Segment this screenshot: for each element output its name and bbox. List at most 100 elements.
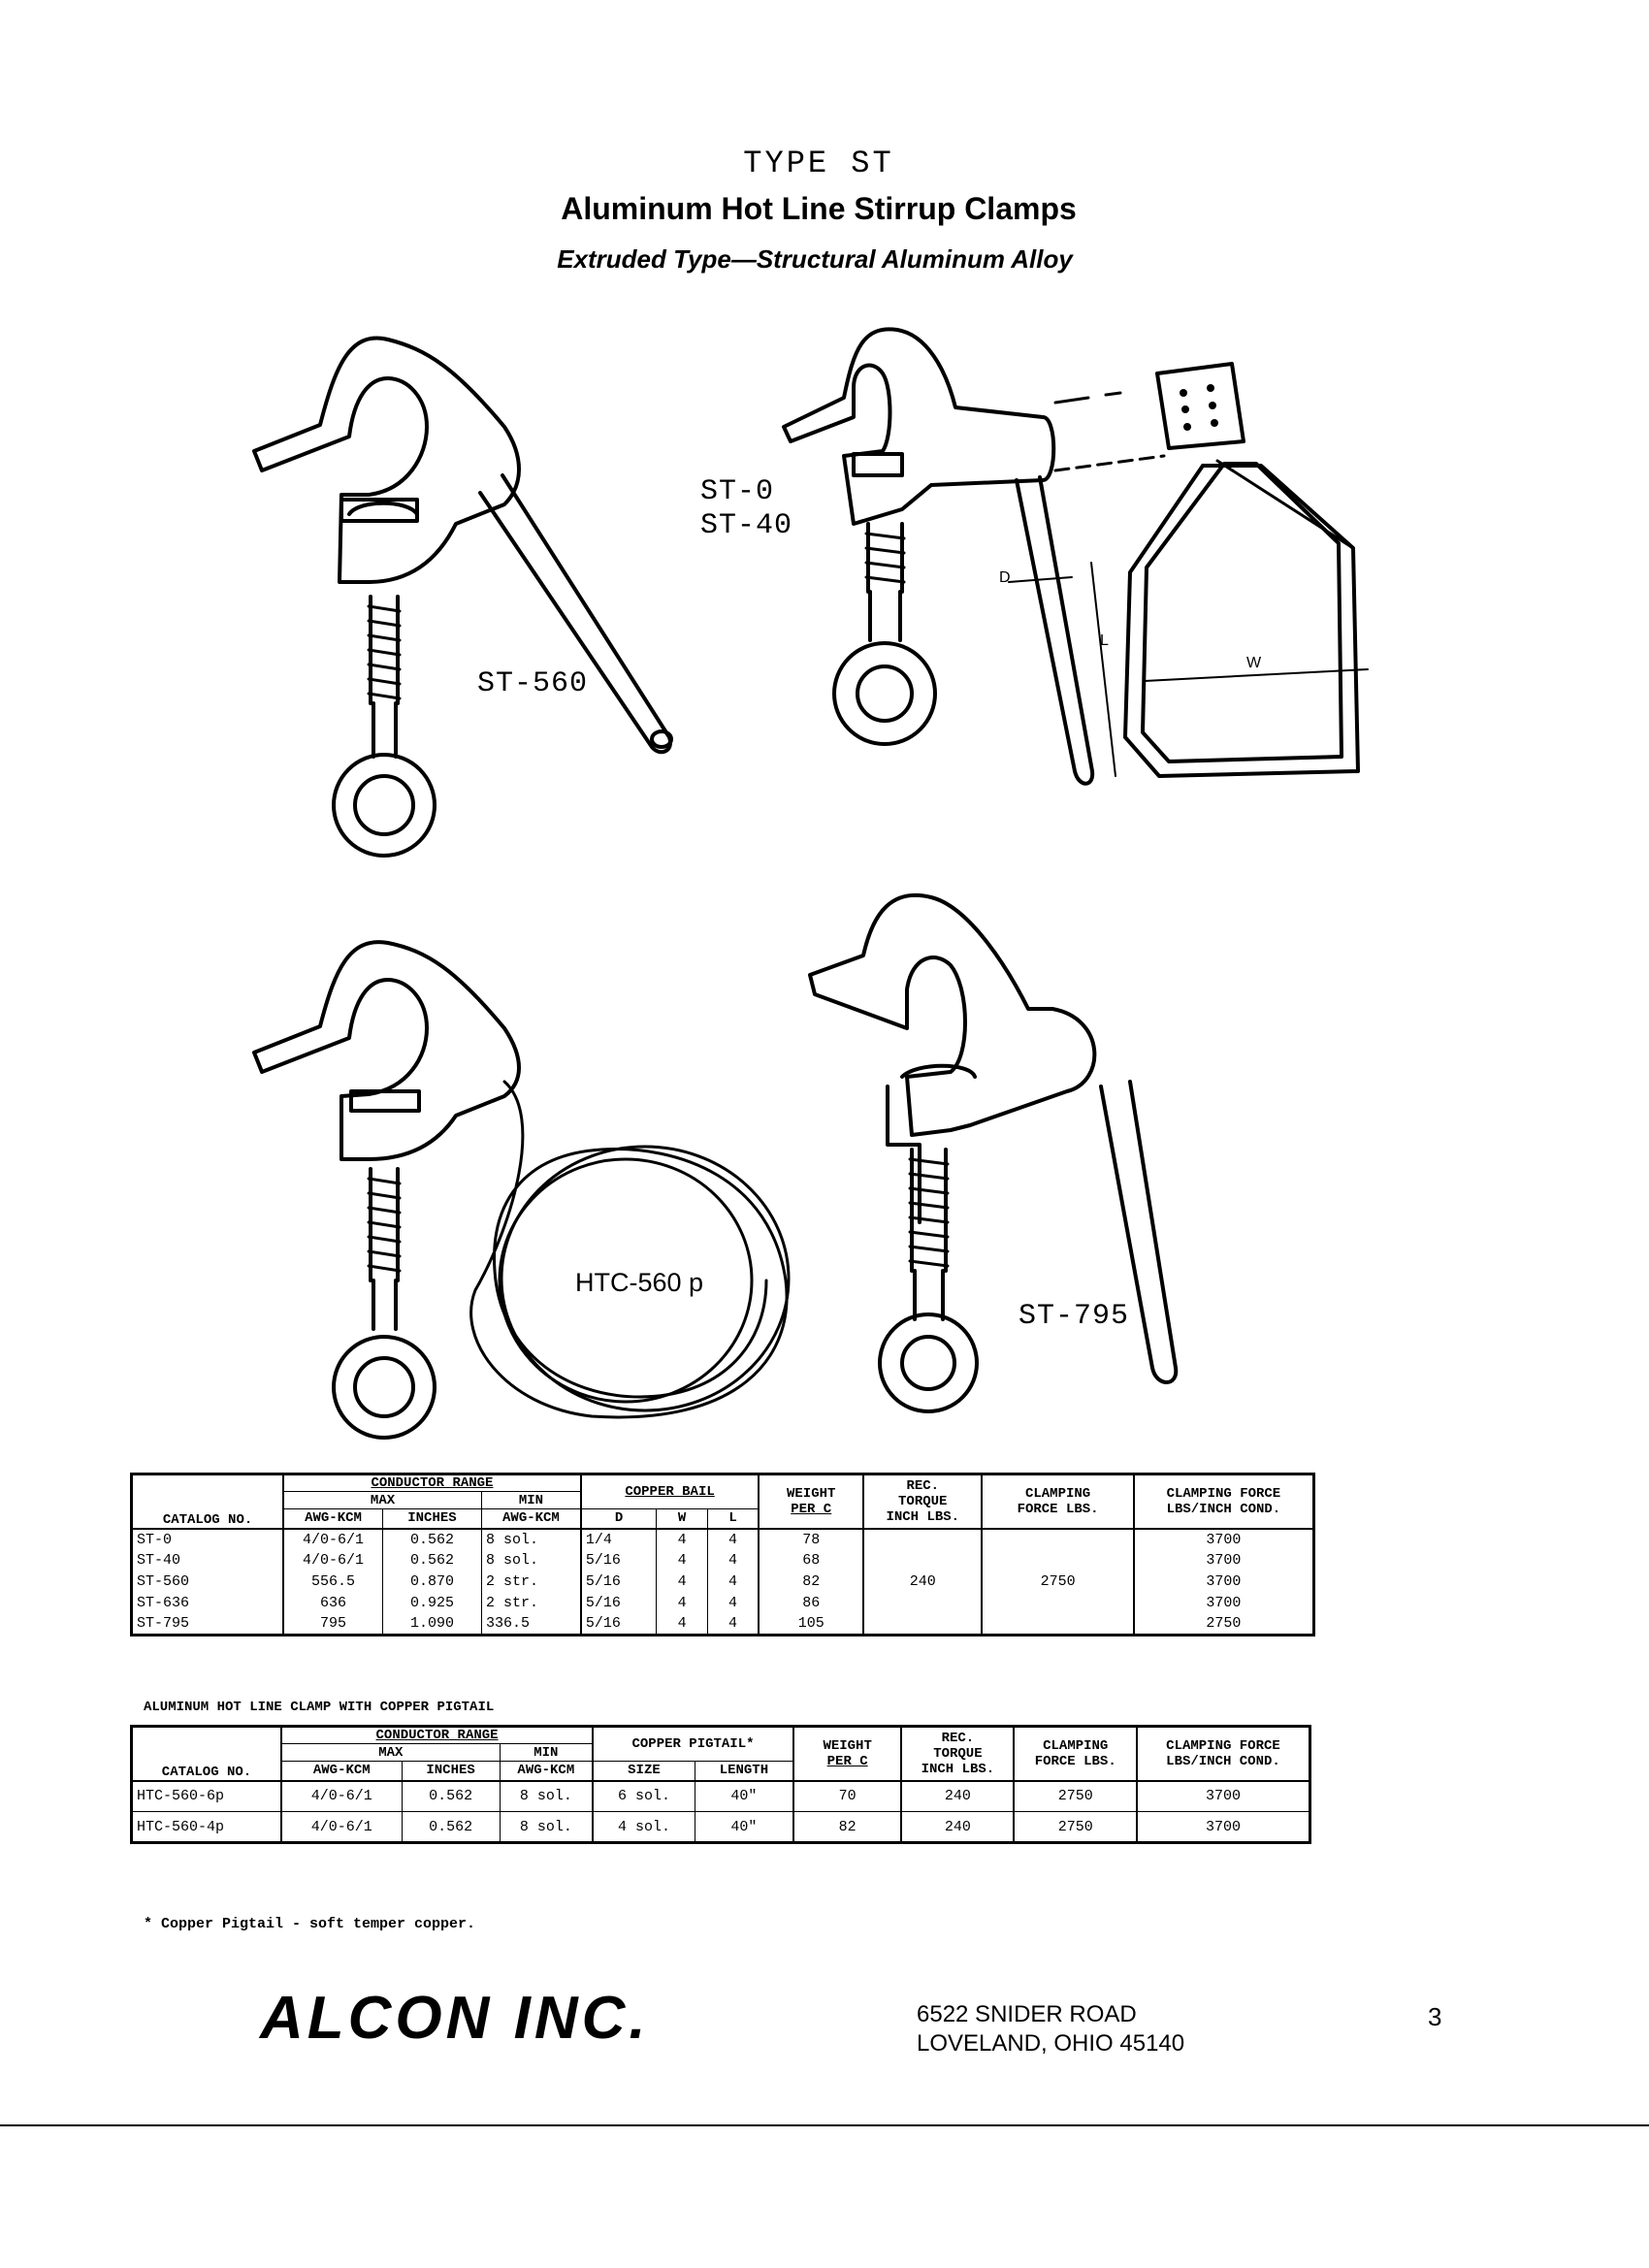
- col-cf-2: LBS/INCH COND.: [1166, 1753, 1280, 1769]
- cell-w: 4: [656, 1613, 708, 1636]
- col-weight-1: WEIGHT: [823, 1737, 872, 1754]
- cell-cf: 3700: [1205, 1818, 1241, 1835]
- cell-min: 8 sol.: [481, 1549, 582, 1571]
- cell-inches: 0.562: [402, 1811, 501, 1843]
- cell-awg: 4/0-6/1: [283, 1528, 383, 1550]
- cell-l: 4: [707, 1613, 760, 1636]
- clamp-drawings: D L W: [252, 327, 1369, 1440]
- bail-dim-l: L: [1100, 632, 1109, 649]
- label-st-795: ST-795: [1018, 1300, 1130, 1333]
- cell-cf: 3700: [1206, 1573, 1242, 1590]
- col-inches: INCHES: [382, 1508, 483, 1530]
- cell-weight: 82: [759, 1571, 865, 1593]
- company-logo: ALCON INC.: [260, 1985, 650, 2052]
- cell-cf: 3700: [1206, 1552, 1242, 1569]
- table-row: ST-0 4/0-6/1 0.562 8 sol. 1/4 4 4 78 240…: [131, 1528, 1314, 1636]
- col-clamp-2: FORCE LBS.: [1017, 1501, 1099, 1517]
- cell-d: 5/16: [580, 1571, 658, 1593]
- cell-inches: 0.925: [382, 1592, 483, 1614]
- address-line-2: LOVELAND, OHIO 45140: [917, 2030, 1185, 2057]
- table-row: ST-636 636 0.925 2 str. 5/16 4 4 86 3700: [131, 1592, 1314, 1614]
- table-row: ST-795 795 1.090 336.5 5/16 4 4 105 2750: [131, 1613, 1314, 1636]
- cell-awg: 4/0-6/1: [281, 1811, 403, 1843]
- table-row: HTC-560-6p 4/0-6/1 0.562 8 sol. 6 sol. 4…: [131, 1780, 1310, 1812]
- cell-awg: 636: [283, 1592, 383, 1614]
- footnote: * Copper Pigtail - soft temper copper.: [144, 1916, 476, 1932]
- cell-w: 4: [656, 1528, 708, 1550]
- st-0-drawing: [782, 327, 1369, 786]
- bail-dim-w: W: [1246, 655, 1262, 671]
- cell-w: 4: [656, 1549, 708, 1571]
- cell-min: 8 sol.: [481, 1528, 582, 1550]
- cell-torque: 240: [901, 1811, 1016, 1843]
- cell-w: 4: [656, 1592, 708, 1614]
- cell-torque: 240: [863, 1528, 984, 1636]
- cell-cat: HTC-560-6p: [131, 1780, 283, 1812]
- cell-weight: 82: [792, 1811, 903, 1843]
- col-torque-2: TORQUE: [898, 1493, 948, 1509]
- cell-inches: 1.090: [382, 1613, 483, 1636]
- type-title: TYPE ST: [743, 146, 894, 181]
- cell-l: 4: [707, 1528, 760, 1550]
- cell-cat: ST-0: [131, 1528, 285, 1550]
- col-clamp-2: FORCE LBS.: [1034, 1753, 1116, 1769]
- cell-awg: 4/0-6/1: [283, 1549, 383, 1571]
- cell-w: 4: [656, 1571, 708, 1593]
- spec-table-stirrup: CATALOG NO. CONDUCTOR RANGE COPPER BAIL …: [130, 1473, 1315, 1636]
- cell-clamp: 2750: [1014, 1780, 1138, 1812]
- col-torque-1: REC.: [941, 1730, 975, 1746]
- col-awg-min: AWG-KCM: [481, 1508, 582, 1530]
- cell-awg: 556.5: [283, 1571, 383, 1593]
- col-catalog: CATALOG NO.: [131, 1474, 285, 1530]
- cell-size: 6 sol.: [593, 1780, 695, 1812]
- label-st-40: ST-40: [700, 509, 793, 542]
- cell-awg: 795: [283, 1613, 383, 1636]
- cell-inches: 0.562: [382, 1528, 483, 1550]
- cell-cat: ST-40: [131, 1549, 285, 1571]
- cell-min: 2 str.: [481, 1571, 582, 1593]
- cell-weight: 70: [792, 1780, 903, 1812]
- cell-inches: 0.562: [402, 1780, 501, 1812]
- cell-length: 40": [695, 1811, 794, 1843]
- cell-cat: ST-636: [131, 1592, 285, 1614]
- cell-min: 8 sol.: [500, 1811, 595, 1843]
- cell-d: 5/16: [580, 1549, 658, 1571]
- cell-cf: 3700: [1136, 1780, 1310, 1812]
- col-awg: AWG-KCM: [283, 1508, 383, 1530]
- cell-weight: 86: [759, 1592, 865, 1614]
- label-htc-560p: HTC-560 p: [575, 1268, 704, 1297]
- label-st-0: ST-0: [700, 475, 775, 508]
- cell-l: 4: [707, 1549, 760, 1571]
- sub-max: MAX: [283, 1491, 483, 1509]
- col-inches: INCHES: [402, 1761, 501, 1782]
- label-st-560: ST-560: [477, 667, 589, 700]
- col-clamp-1: CLAMPING: [1043, 1737, 1109, 1754]
- sub-max: MAX: [281, 1743, 501, 1762]
- cell-d: 5/16: [580, 1592, 658, 1614]
- cell-min: 336.5: [481, 1613, 582, 1636]
- col-weight-2: PER C: [791, 1501, 832, 1517]
- cell-cat: ST-560: [131, 1571, 285, 1593]
- cell-cf: 3700: [1206, 1595, 1242, 1611]
- col-w: W: [656, 1508, 708, 1530]
- htc-560-drawing: [252, 940, 791, 1440]
- sub-min: MIN: [500, 1743, 595, 1762]
- col-l: L: [707, 1508, 760, 1530]
- spec-table-pigtail: CATALOG NO. CONDUCTOR RANGE COPPER PIGTA…: [130, 1725, 1311, 1844]
- cell-d: 5/16: [580, 1613, 658, 1636]
- cell-awg: 4/0-6/1: [281, 1780, 403, 1812]
- cell-clamp: 2750: [982, 1528, 1135, 1636]
- cell-min: 8 sol.: [500, 1780, 595, 1812]
- cell-cf: 2750: [1206, 1615, 1242, 1633]
- cell-cat: HTC-560-4p: [131, 1811, 283, 1843]
- cell-inches: 0.562: [382, 1549, 483, 1571]
- col-cf-1: CLAMPING FORCE: [1166, 1485, 1281, 1502]
- col-clamp-1: CLAMPING: [1024, 1485, 1091, 1502]
- cell-clamp: 2750: [1014, 1811, 1138, 1843]
- table2-caption: ALUMINUM HOT LINE CLAMP WITH COPPER PIGT…: [144, 1700, 495, 1715]
- col-size: SIZE: [593, 1761, 695, 1782]
- cell-weight: 68: [759, 1549, 865, 1571]
- address-line-1: 6522 SNIDER ROAD: [917, 2001, 1137, 2027]
- col-catalog: CATALOG NO.: [131, 1726, 283, 1782]
- col-awg: AWG-KCM: [281, 1761, 403, 1782]
